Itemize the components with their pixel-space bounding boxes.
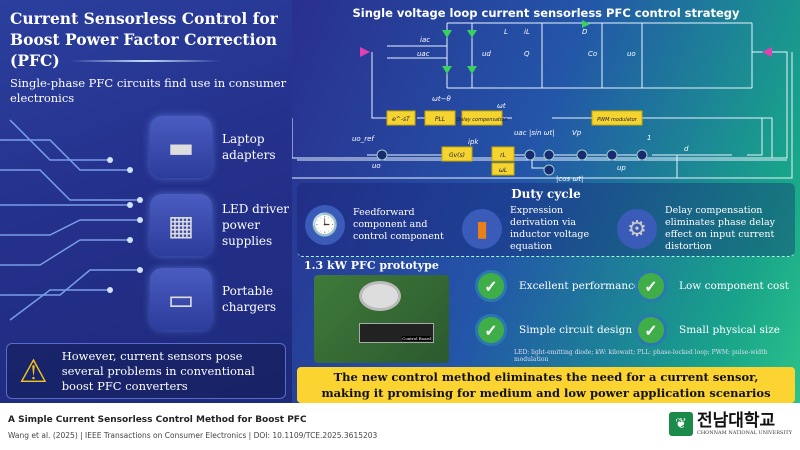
label-iac: iac: [420, 36, 430, 44]
label-uo: uo: [627, 50, 636, 58]
footer: A Simple Current Sensorless Control Meth…: [8, 415, 377, 440]
advantage-size: ✓ Small physical size: [635, 314, 780, 346]
block-rl: rL: [500, 152, 506, 159]
warning-text: However, current sensors pose several pr…: [61, 348, 255, 393]
logo-korean: 전남대학교: [697, 410, 776, 431]
block-wl: ωL: [499, 167, 507, 174]
check-icon: ✓: [475, 270, 507, 302]
advantage-text: Excellent performance: [519, 280, 641, 292]
duty-cycle-title: Duty cycle: [511, 187, 581, 201]
duty-item-delay: ⚙Delay compensation eliminates phase del…: [617, 205, 800, 253]
inductor-icon: ▮: [462, 209, 502, 249]
banner-line-1: The new control method eliminates the ne…: [333, 370, 759, 384]
item-label: LED driver power supplies: [222, 202, 290, 248]
control-block-diagram: iac uac ud L iL D Q Co uo ωt−θ ωt uo_ref…: [292, 20, 793, 183]
logo-mark-icon: ❦: [669, 412, 693, 436]
block-delay-compensation: Delay compensation: [456, 117, 507, 123]
power-bank-icon: ▭: [150, 268, 212, 330]
block-delay-exp: e^-sT: [392, 116, 411, 123]
check-icon: ✓: [475, 314, 507, 346]
advantage-performance: ✓ Excellent performance: [475, 270, 640, 302]
diagram-title: Single voltage loop current sensorless P…: [352, 6, 740, 20]
title-line-1: Current Sensorless Control for: [10, 9, 278, 28]
application-portable-chargers: ▭ Portable chargers: [150, 268, 292, 330]
check-icon: ✓: [635, 314, 667, 346]
label-sin: |sin ωt|: [529, 129, 555, 137]
laptop-adapter-icon: ▬: [150, 116, 212, 178]
item-label: Laptop adapters: [222, 132, 276, 162]
block-pll: PLL: [435, 116, 445, 123]
title-line-2: Boost Power Factor Correction (PFC): [10, 30, 278, 70]
label-up: up: [617, 164, 626, 172]
divider: [70, 60, 220, 62]
right-panel: Single voltage loop current sensorless P…: [292, 0, 800, 403]
subtitle: Single-phase PFC circuits find use in co…: [10, 76, 287, 105]
label-iL: iL: [524, 28, 530, 36]
label-one: 1: [647, 134, 651, 142]
duty-item-text: Delay compensation eliminates phase dela…: [665, 205, 776, 252]
label-ud: ud: [482, 50, 491, 58]
label-d: d: [684, 145, 689, 153]
duty-item-text: Feedforward component and control compon…: [353, 207, 444, 242]
label-cos: |cos ωt|: [556, 175, 583, 183]
label-Co: Co: [588, 50, 597, 58]
label-uo-feedback: uo: [372, 162, 381, 170]
advantage-text: Small physical size: [679, 324, 780, 336]
toroidal-inductor: [359, 281, 401, 311]
block-pwm-modulator: PWM modulator: [597, 117, 638, 123]
label-uo-ref: uo_ref: [352, 135, 375, 143]
label-D: D: [582, 28, 588, 36]
label-wt-theta: ωt−θ: [432, 95, 451, 103]
block-gv: Gv(s): [449, 152, 465, 159]
advantage-text: Low component cost: [679, 280, 789, 292]
citation: Wang et al. (2025) | IEEE Transactions o…: [8, 431, 378, 440]
abbreviations-note: LED: light-emitting diode; kW: kilowatt;…: [514, 349, 768, 363]
prototype-board-photo: Control Board: [314, 275, 449, 363]
label-Q: Q: [524, 50, 530, 58]
label-vp: Vp: [572, 129, 582, 137]
circuit-traces-graphic: [0, 119, 143, 321]
gears-icon: ⚙: [617, 209, 657, 249]
duty-cycle-section: Duty cycle 🕒Feedforward component and co…: [297, 183, 795, 257]
application-laptop-adapters: ▬ Laptop adapters: [150, 116, 292, 178]
conclusion-banner: The new control method eliminates the ne…: [297, 367, 795, 403]
control-board-label: Control Board: [402, 336, 431, 341]
advantage-cost: ✓ Low component cost: [635, 270, 789, 302]
logo-english: CHONNAM NATIONAL UNIVERSITY: [697, 429, 792, 436]
duty-item-feedforward: 🕒Feedforward component and control compo…: [305, 205, 453, 245]
paper-title: A Simple Current Sensorless Control Meth…: [8, 415, 307, 425]
label-uac-sum: uac: [514, 129, 527, 137]
duty-item-text: Expression derivation via inductor volta…: [510, 205, 590, 252]
label-wt: ωt: [497, 102, 506, 110]
item-label: Portable chargers: [222, 284, 277, 314]
check-icon: ✓: [635, 270, 667, 302]
advantage-text: Simple circuit design: [519, 324, 633, 336]
application-led-drivers: ▦LED driver power supplies: [150, 194, 292, 256]
clock-icon: 🕒: [305, 205, 345, 245]
prototype-title: 1.3 kW PFC prototype: [304, 259, 439, 272]
label-uac: uac: [417, 50, 430, 58]
label-L: L: [504, 28, 508, 36]
led-driver-icon: ▦: [150, 194, 212, 256]
label-ipk: ipk: [468, 138, 479, 146]
banner-line-2: making it promising for medium and low p…: [321, 386, 771, 400]
warning-box: ⚠ However, current sensors pose several p…: [6, 343, 286, 399]
control-board: Control Board: [359, 323, 434, 343]
advantage-design: ✓ Simple circuit design: [475, 314, 632, 346]
warning-icon: ⚠: [19, 352, 48, 390]
duty-item-inductor: ▮Expression derivation via inductor volt…: [462, 205, 615, 253]
